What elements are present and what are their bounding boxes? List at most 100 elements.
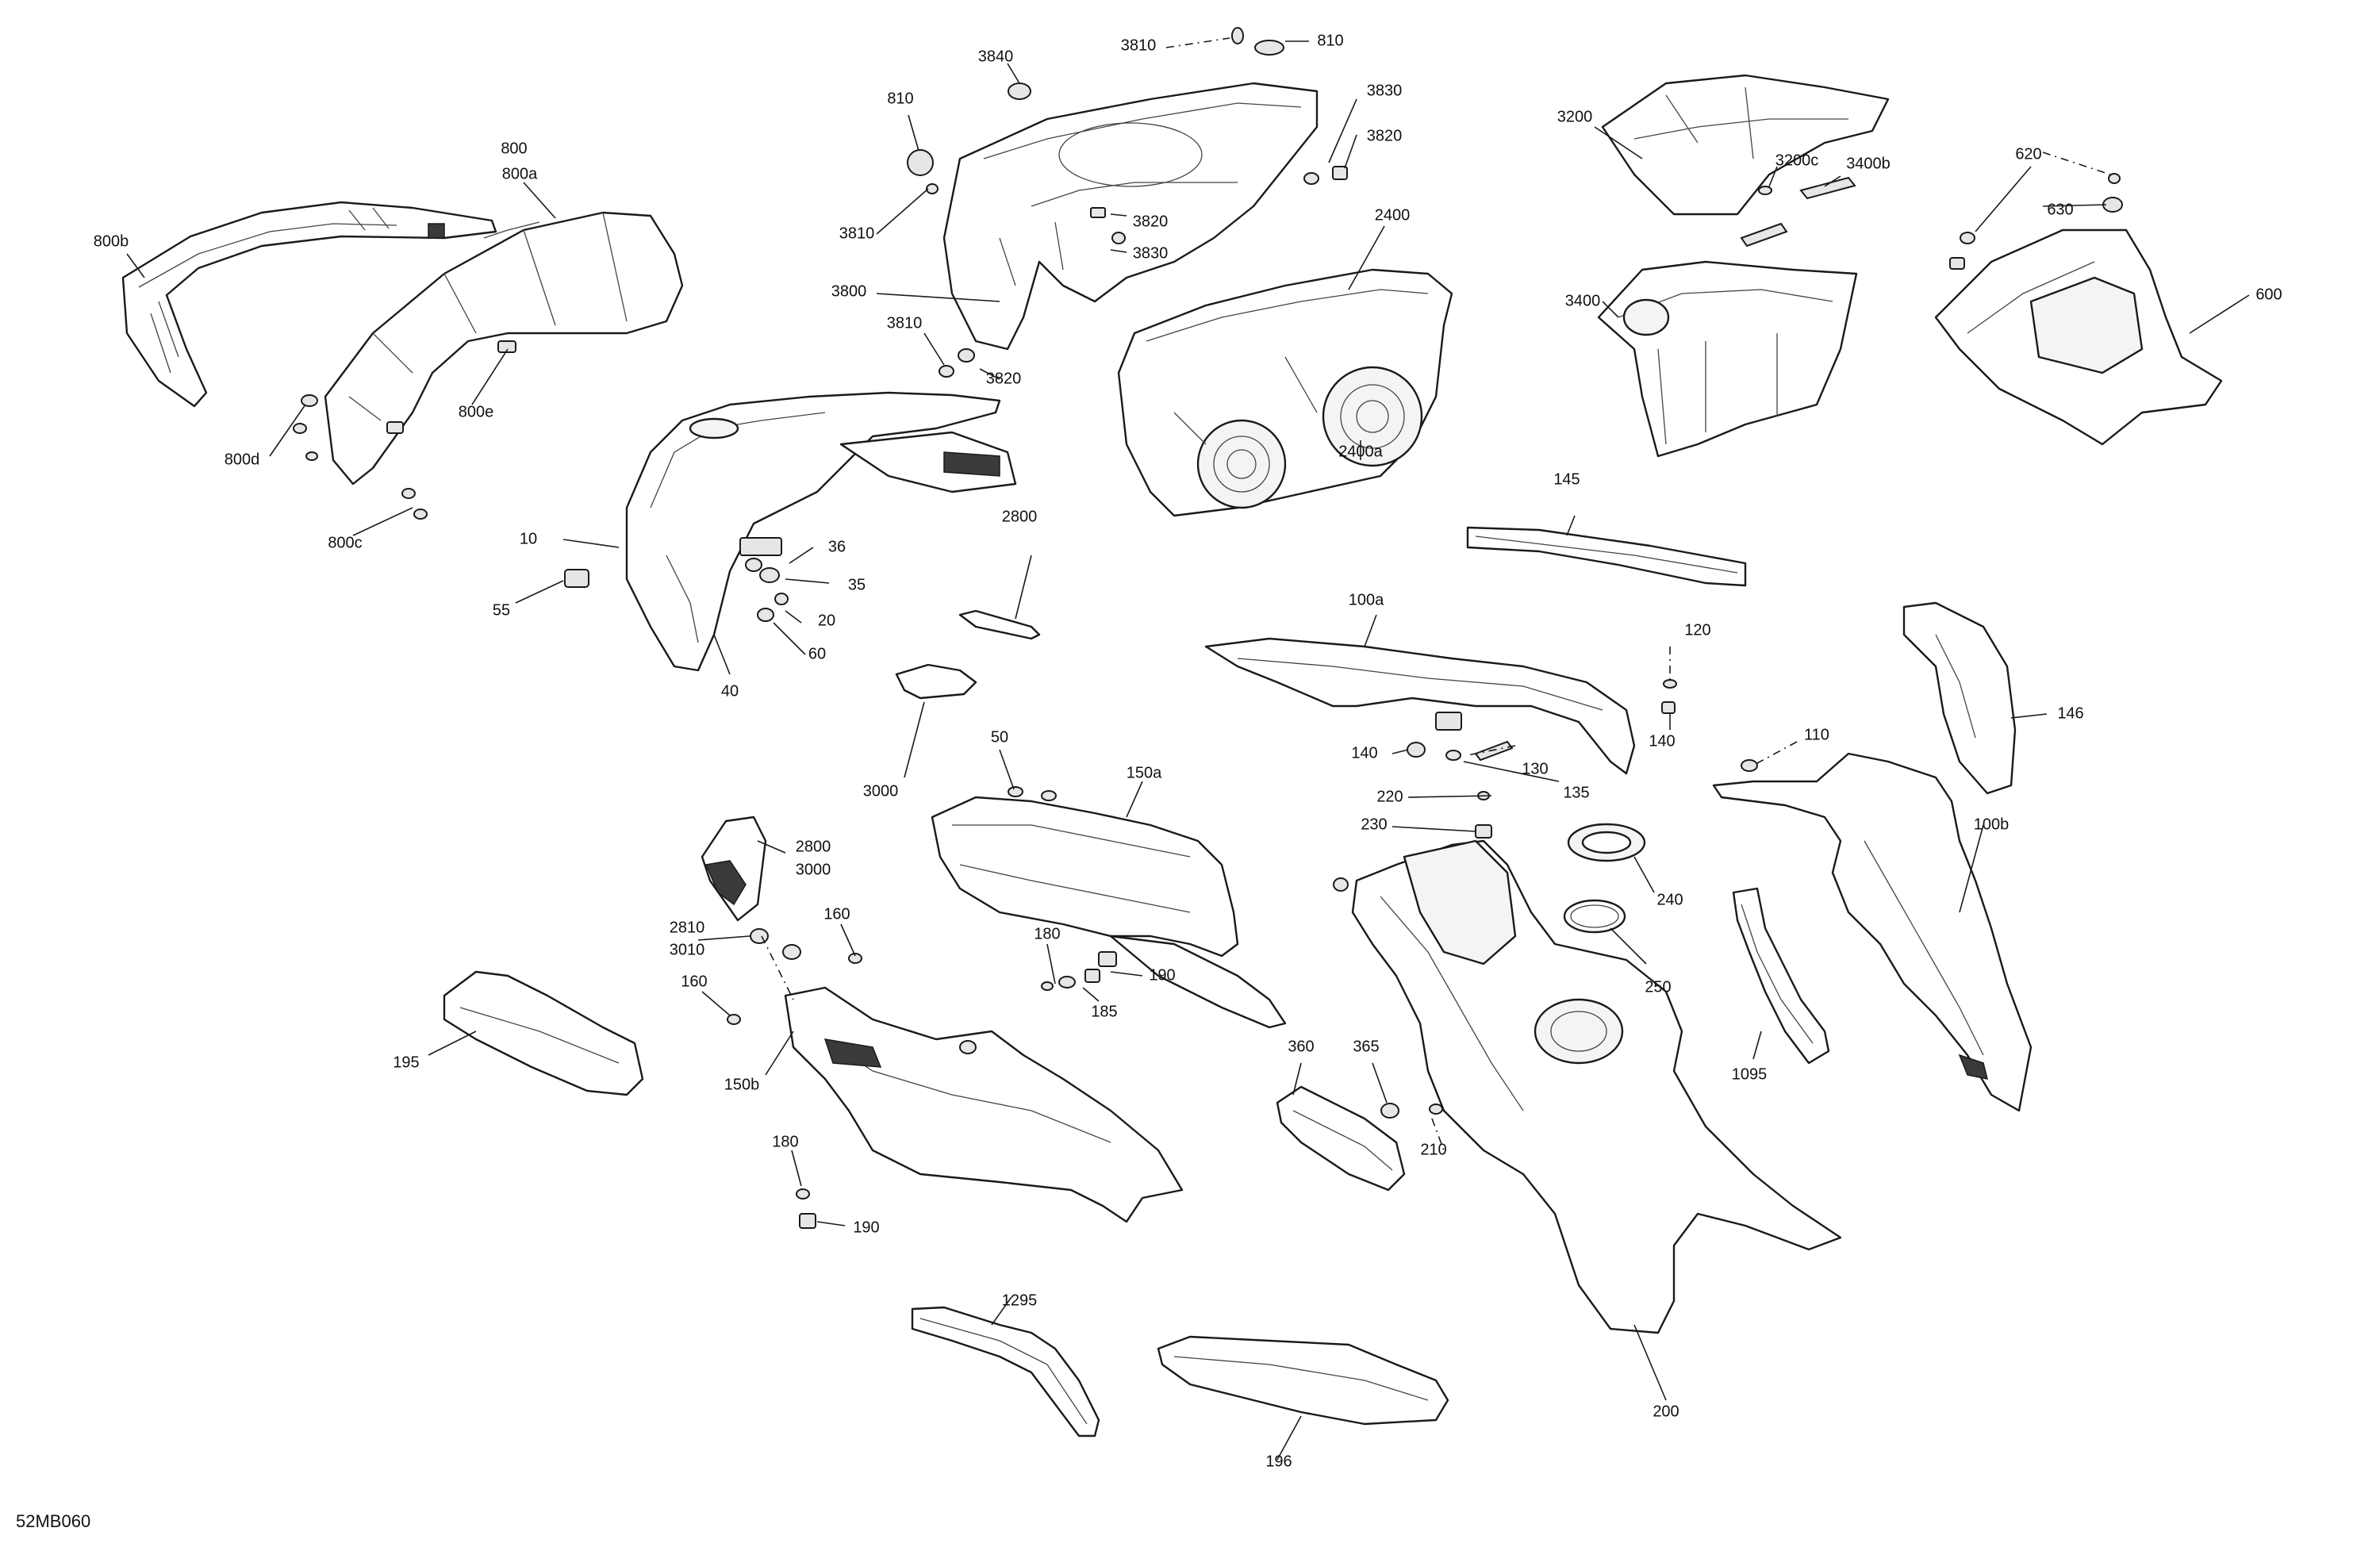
part-146 xyxy=(1902,601,2017,795)
label-50: 50 xyxy=(991,728,1008,746)
label-2800: 2800 xyxy=(796,838,831,855)
label-800d: 800d xyxy=(225,451,260,468)
label-220: 220 xyxy=(1376,788,1403,805)
label-3000: 3000 xyxy=(863,782,899,800)
label-3840: 3840 xyxy=(978,48,1014,65)
label-2400a: 2400a xyxy=(1338,443,1383,460)
leader-lines xyxy=(126,37,2250,1460)
label-150a: 150a xyxy=(1127,764,1162,781)
label-196: 196 xyxy=(1265,1453,1292,1470)
label-146: 146 xyxy=(2057,704,2083,722)
label-3820: 3820 xyxy=(1367,127,1403,144)
label-810: 810 xyxy=(887,90,913,107)
label-3810: 3810 xyxy=(839,225,875,242)
part-200 xyxy=(1333,791,1842,1334)
label-630: 630 xyxy=(2047,201,2073,218)
label-130: 130 xyxy=(1522,760,1548,777)
label-135: 135 xyxy=(1563,784,1589,801)
label-100b: 100b xyxy=(1974,816,2010,833)
part-250 xyxy=(1563,899,1626,934)
label-230: 230 xyxy=(1361,816,1387,833)
part-2400 xyxy=(1117,268,1453,517)
label-3000: 3000 xyxy=(796,861,831,878)
diagram-code: 52MB060 xyxy=(16,1511,90,1531)
label-800a: 800a xyxy=(502,165,538,182)
label-140: 140 xyxy=(1649,732,1675,750)
label-120: 120 xyxy=(1684,621,1710,639)
label-2810: 2810 xyxy=(670,919,705,936)
part-1095 xyxy=(1732,887,1830,1065)
label-360: 360 xyxy=(1288,1038,1314,1055)
part-1295 xyxy=(911,1306,1100,1437)
label-160: 160 xyxy=(681,973,707,990)
part-145 xyxy=(1466,526,1747,587)
label-35: 35 xyxy=(848,576,866,593)
part-3200 xyxy=(1601,74,1890,248)
label-210: 210 xyxy=(1420,1141,1446,1158)
label-10: 10 xyxy=(520,530,537,547)
label-1295: 1295 xyxy=(1002,1292,1038,1309)
label-1095: 1095 xyxy=(1732,1065,1768,1083)
label-3800: 3800 xyxy=(831,282,867,300)
label-800c: 800c xyxy=(328,534,362,551)
label-810: 810 xyxy=(1317,32,1343,49)
part-600 xyxy=(1934,173,2223,446)
label-185: 185 xyxy=(1091,1003,1117,1020)
label-600: 600 xyxy=(2255,286,2282,303)
part-800b xyxy=(121,201,497,408)
label-3810: 3810 xyxy=(887,314,923,332)
label-250: 250 xyxy=(1645,978,1671,996)
label-150b: 150b xyxy=(724,1076,760,1093)
part-100b xyxy=(1712,752,2033,1112)
label-3400: 3400 xyxy=(1565,292,1601,309)
part-10 xyxy=(564,391,1017,672)
label-145: 145 xyxy=(1553,470,1580,488)
label-240: 240 xyxy=(1656,891,1683,908)
label-3810: 3810 xyxy=(1121,36,1157,54)
label-365: 365 xyxy=(1353,1038,1379,1055)
label-100a: 100a xyxy=(1349,591,1384,608)
part-2800-upper xyxy=(958,609,1041,640)
label-190: 190 xyxy=(1149,966,1175,984)
label-3400b: 3400b xyxy=(1846,155,1891,172)
label-20: 20 xyxy=(818,612,835,629)
label-3200: 3200 xyxy=(1557,108,1593,125)
part-196 xyxy=(1157,1335,1449,1426)
label-140: 140 xyxy=(1351,744,1377,762)
label-200: 200 xyxy=(1653,1403,1679,1420)
part-150b xyxy=(784,986,1184,1229)
label-190: 190 xyxy=(853,1219,879,1236)
part-labels: 3810 810 3840 810 3830 3820 3810 3820 38… xyxy=(94,32,2282,1470)
label-55: 55 xyxy=(493,601,510,619)
label-800: 800 xyxy=(501,140,527,157)
label-40: 40 xyxy=(721,682,739,700)
part-800-hardware xyxy=(293,394,428,520)
label-3830: 3830 xyxy=(1367,82,1403,99)
part-2800-3000-lower xyxy=(701,816,862,1025)
part-3400 xyxy=(1597,260,1858,458)
label-60: 60 xyxy=(808,645,826,662)
label-195: 195 xyxy=(393,1054,419,1071)
label-110: 110 xyxy=(1804,726,1829,743)
part-3000-upper xyxy=(895,663,977,700)
label-3820: 3820 xyxy=(1133,213,1169,230)
label-620: 620 xyxy=(2015,145,2041,163)
label-800e: 800e xyxy=(459,403,494,420)
part-360 xyxy=(1276,1085,1406,1192)
label-180: 180 xyxy=(772,1133,798,1150)
label-180: 180 xyxy=(1034,925,1060,942)
label-800b: 800b xyxy=(94,232,129,250)
label-36: 36 xyxy=(828,538,846,555)
label-2400: 2400 xyxy=(1375,206,1411,224)
part-100a xyxy=(1204,637,1677,775)
label-3200c: 3200c xyxy=(1775,152,1819,169)
label-2800: 2800 xyxy=(1002,508,1038,525)
label-160: 160 xyxy=(823,905,850,923)
part-800-800a xyxy=(324,211,684,486)
part-3800-hardware xyxy=(907,27,1348,244)
label-3830: 3830 xyxy=(1133,244,1169,262)
part-3800 xyxy=(939,82,1319,378)
label-3820: 3820 xyxy=(986,370,1022,387)
label-3010: 3010 xyxy=(670,941,705,958)
